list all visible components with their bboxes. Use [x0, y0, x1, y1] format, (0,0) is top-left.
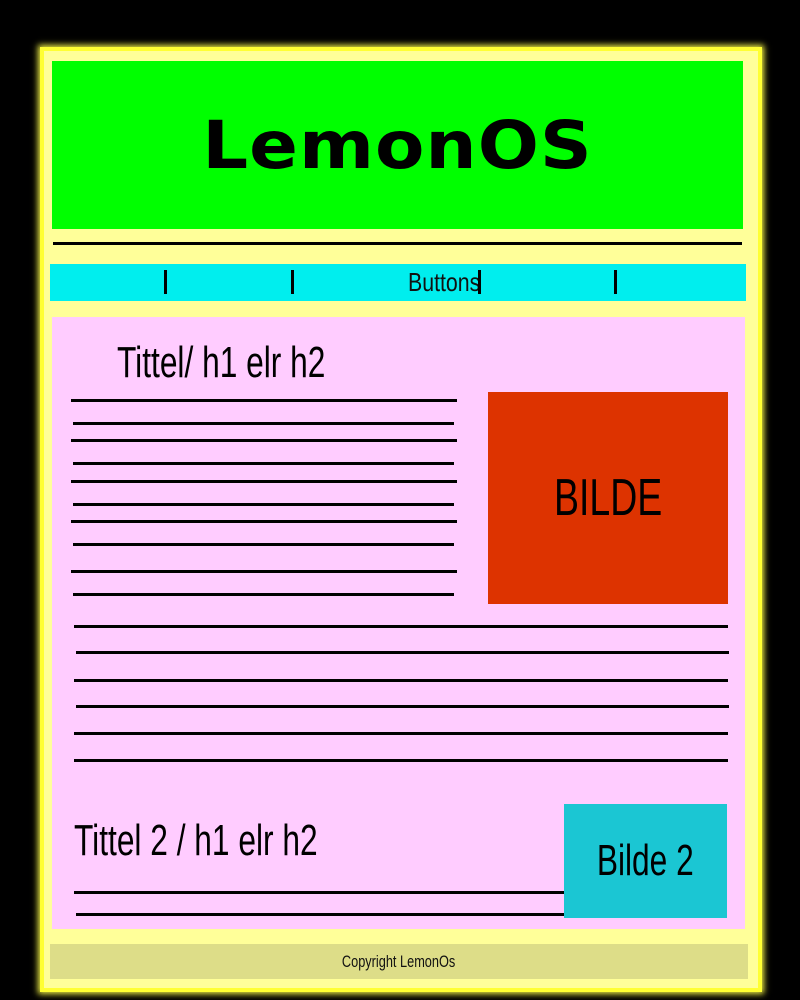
- text-line: [73, 462, 454, 465]
- text-line: [71, 399, 457, 402]
- image-placeholder-1: BILDE: [488, 392, 728, 604]
- text-line: [76, 705, 729, 708]
- text-line: [74, 625, 728, 628]
- text-line: [73, 543, 454, 546]
- nav-separator: [478, 270, 481, 294]
- text-line: [74, 679, 728, 682]
- section1-title: Tittel/ h1 elr h2: [117, 338, 326, 387]
- text-line: [76, 913, 566, 916]
- copyright-text: Copyright LemonOs: [342, 951, 456, 971]
- nav-separator: [291, 270, 294, 294]
- site-header: LemonOS: [52, 61, 743, 229]
- section2-title: Tittel 2 / h1 elr h2: [74, 816, 318, 865]
- text-line: [71, 439, 457, 442]
- image-placeholder-1-label: BILDE: [553, 469, 663, 527]
- header-divider: [53, 242, 742, 245]
- text-line: [71, 480, 457, 483]
- text-line: [71, 570, 457, 573]
- text-line: [73, 503, 454, 506]
- text-line: [73, 593, 454, 596]
- nav-bar: Buttons: [50, 264, 746, 301]
- text-line: [73, 422, 454, 425]
- nav-separator: [614, 270, 617, 294]
- site-title: LemonOS: [202, 106, 593, 184]
- text-line: [76, 651, 729, 654]
- text-line: [74, 732, 728, 735]
- nav-buttons-label[interactable]: Buttons: [408, 267, 481, 297]
- text-line: [71, 520, 457, 523]
- image-placeholder-2-label: Bilde 2: [597, 836, 694, 885]
- nav-separator: [164, 270, 167, 294]
- footer: Copyright LemonOs: [50, 944, 748, 979]
- text-line: [74, 759, 728, 762]
- image-placeholder-2: Bilde 2: [564, 804, 727, 918]
- text-line: [74, 891, 566, 894]
